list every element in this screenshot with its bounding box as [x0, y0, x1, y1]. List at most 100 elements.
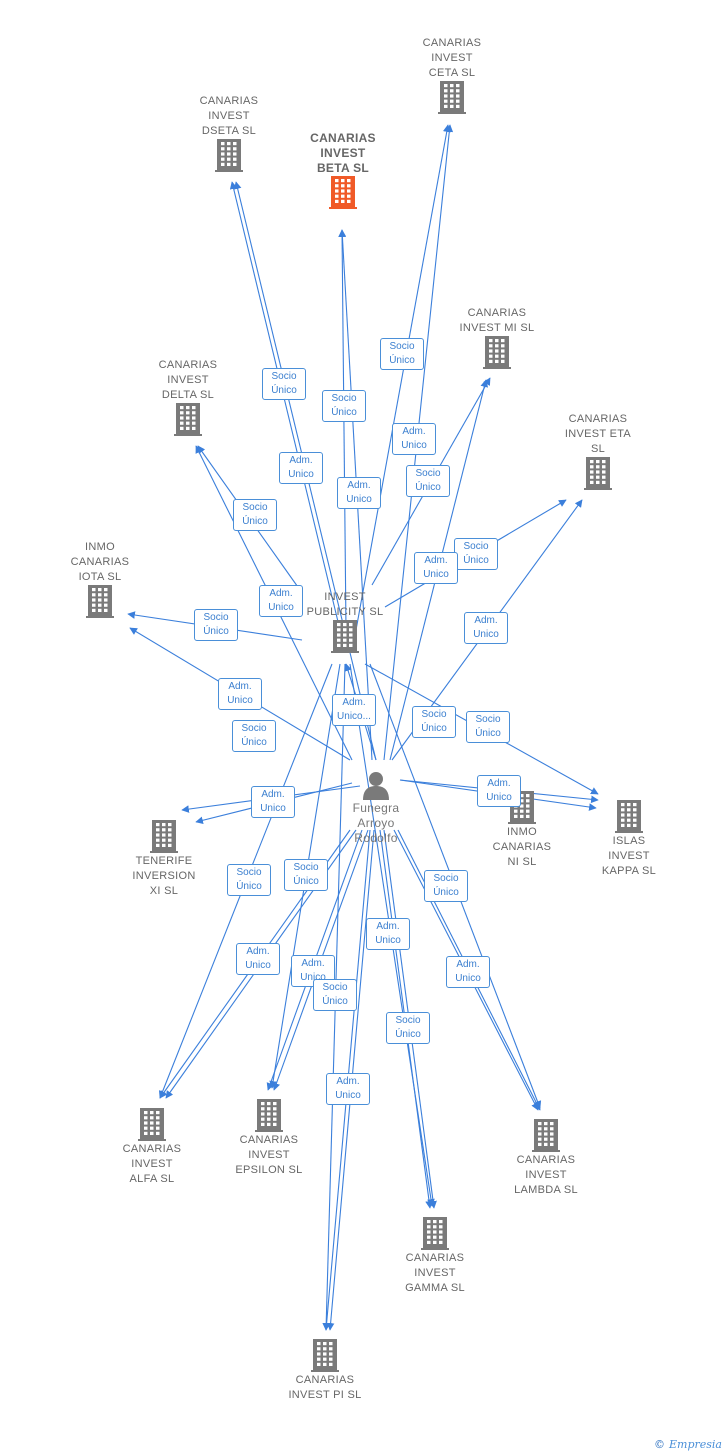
relation-label[interactable]: Adm.Unico	[326, 1073, 370, 1105]
relation-label[interactable]: Adm.Unico	[392, 423, 436, 455]
relation-label[interactable]: Adm.Unico	[279, 452, 323, 484]
node-label-line: CANARIAS	[70, 556, 130, 568]
relation-label-line: Socio	[421, 709, 447, 720]
relation-label[interactable]: Adm.Unico...	[332, 694, 376, 726]
node-label-line: TENERIFE	[135, 855, 193, 867]
building-icon	[92, 1108, 212, 1142]
relation-label[interactable]: Adm.Unico	[218, 678, 262, 710]
relation-label-line: Unico	[423, 569, 449, 580]
relation-label-line: Único	[475, 728, 501, 739]
relation-label[interactable]: Adm.Unico	[259, 585, 303, 617]
building-icon	[392, 81, 512, 115]
relation-label[interactable]: Adm.Unico	[477, 775, 521, 807]
relation-label[interactable]: Adm.Unico	[251, 786, 295, 818]
relation-label-line: Unico	[455, 973, 481, 984]
relation-label-line: Adm.	[402, 426, 426, 437]
node-label-line: CANARIAS	[295, 1374, 355, 1386]
building-icon	[283, 176, 403, 210]
relation-label-line: Único	[203, 626, 229, 637]
building-icon	[169, 139, 289, 173]
relation-label-line: Socio	[271, 371, 297, 382]
relation-label-line: Unico	[288, 469, 314, 480]
relation-label-line: Adm.	[424, 555, 448, 566]
node-label-line: INVEST	[248, 1149, 290, 1161]
node-label-line: IOTA SL	[78, 571, 122, 583]
relation-label-line: Socio	[389, 341, 415, 352]
relation-label[interactable]: Adm.Unico	[446, 956, 490, 988]
building-icon	[209, 1099, 329, 1133]
relation-label[interactable]: Adm.Unico	[337, 477, 381, 509]
relation-label-line: Único	[242, 516, 268, 527]
node-label-line: ALFA SL	[129, 1173, 175, 1185]
building-icon	[538, 457, 658, 491]
node-label-line: CANARIAS	[199, 95, 259, 107]
node-label-line: DSETA SL	[201, 125, 257, 137]
relation-label-line: Adm.	[228, 681, 252, 692]
relation-label-line: Único	[415, 482, 441, 493]
edge-publicity-2	[355, 124, 451, 631]
relation-label-line: Adm.	[261, 789, 285, 800]
relation-label[interactable]: Adm.Unico	[236, 943, 280, 975]
relation-label[interactable]: Adm. Unico	[414, 552, 458, 584]
node-label-line: INVEST MI SL	[459, 322, 535, 334]
node-label-line: CANARIAS	[405, 1252, 465, 1264]
node-label-line: BETA SL	[316, 161, 370, 175]
node-label-line: CANARIAS	[568, 413, 628, 425]
relation-label-line: Unico	[268, 602, 294, 613]
relation-label[interactable]: Adm.Unico	[464, 612, 508, 644]
relation-label[interactable]: Adm.Unico	[366, 918, 410, 950]
relation-label-line: Adm.	[347, 480, 371, 491]
relation-label-line: Unico	[486, 792, 512, 803]
node-label-line: INVEST	[320, 146, 366, 160]
relation-label-line: Socio	[415, 468, 441, 479]
relation-label-line: Socio	[331, 393, 357, 404]
node-label-line: KAPPA SL	[601, 865, 657, 877]
relation-label-line: Único	[463, 555, 489, 566]
relation-label-line: Único	[271, 385, 297, 396]
edge-publicity-1	[338, 229, 347, 631]
relation-label-line: Único	[322, 996, 348, 1007]
node-label-line: CANARIAS	[492, 841, 552, 853]
relation-label-line: Adm.	[336, 1076, 360, 1087]
node-label-line: ISLAS	[612, 835, 646, 847]
node-label-line: LAMBDA SL	[514, 1184, 578, 1196]
